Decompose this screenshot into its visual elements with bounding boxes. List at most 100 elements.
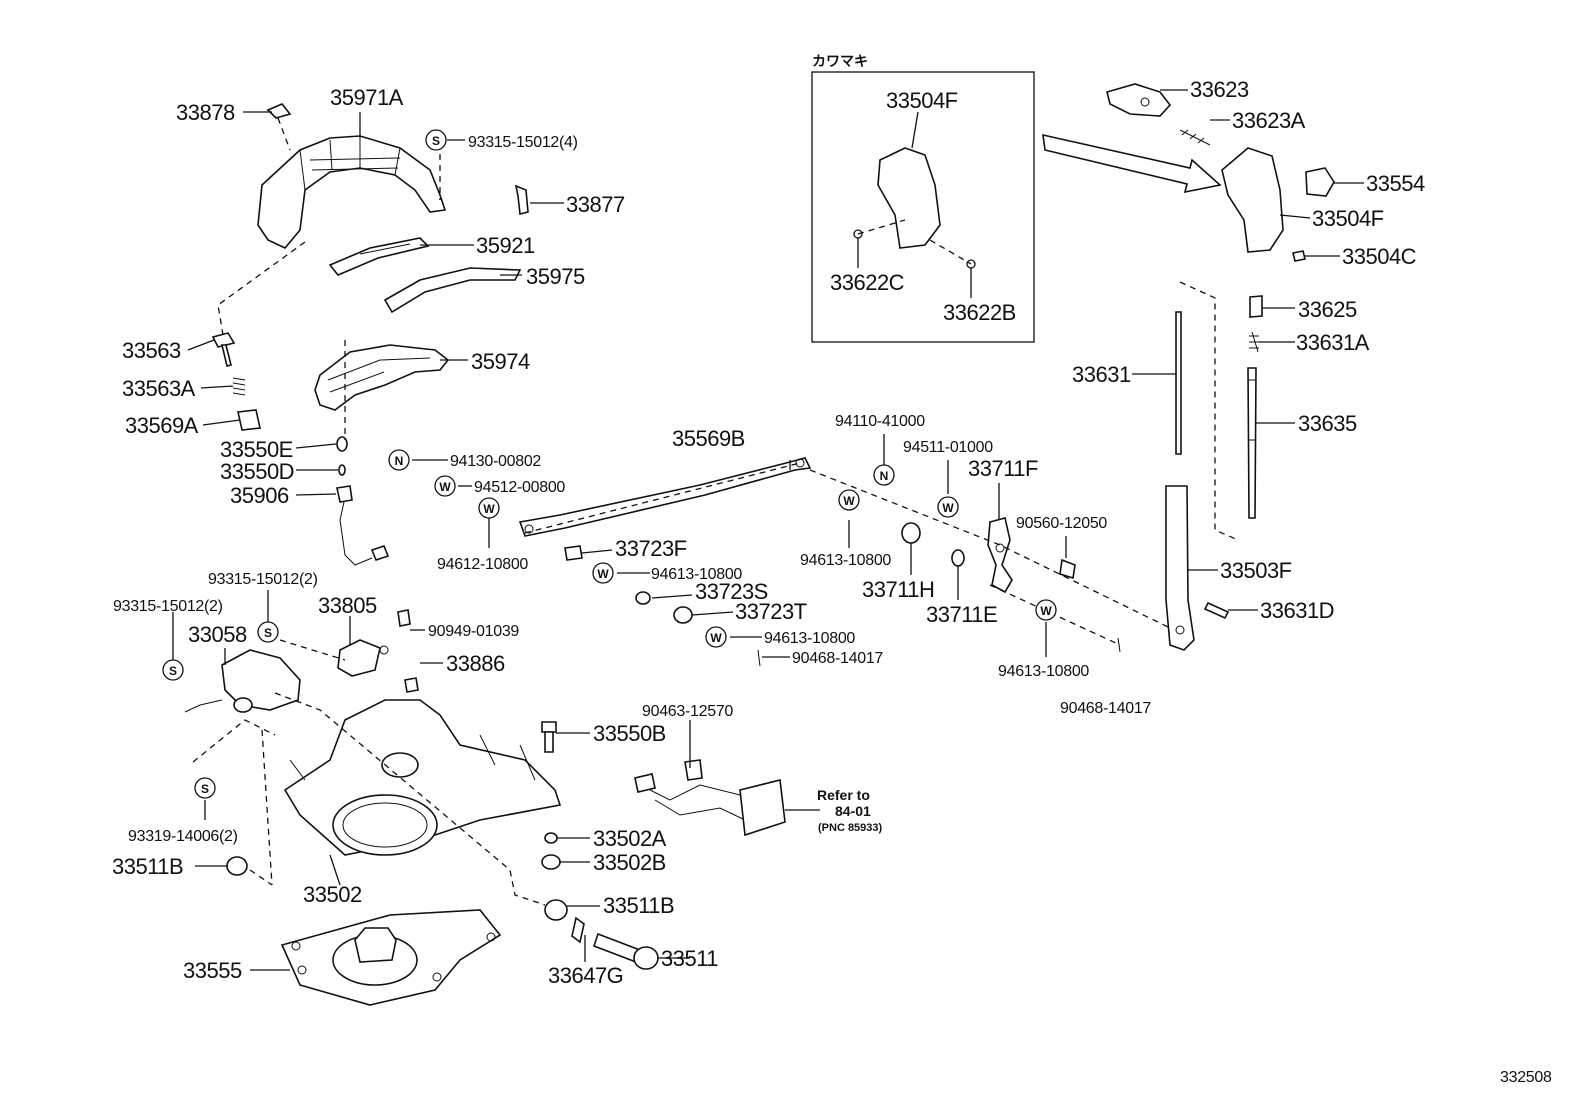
label-35569B: 35569B [672, 426, 745, 451]
svg-text:W: W [439, 480, 451, 494]
label-33723T: 33723T [735, 599, 807, 624]
push-button-33623 [1106, 83, 1172, 117]
symbol-w-94613-d: W [1035, 599, 1057, 621]
label-93315-15012-2b: 93315-15012(2) [113, 598, 223, 615]
label-33554: 33554 [1366, 171, 1425, 196]
label-33711F: 33711F [968, 456, 1038, 481]
label-33622C: 33622C [830, 270, 905, 295]
boot-33555 [280, 909, 502, 1006]
pin-90468-14017-a [757, 649, 761, 667]
clip-33878 [266, 103, 292, 119]
label-93315-15012-2a: 93315-15012(2) [208, 571, 318, 588]
label-33502A: 33502A [593, 826, 667, 851]
label-33723F: 33723F [615, 536, 687, 561]
label-33555: 33555 [183, 958, 242, 983]
label-33647G: 33647G [548, 963, 623, 988]
svg-text:W: W [597, 567, 609, 581]
label-90463-12570: 90463-12570 [642, 703, 733, 720]
label-94130-00802: 94130-00802 [450, 453, 541, 470]
switch-33058 [184, 649, 301, 713]
symbol-s-93315-2a: S [257, 621, 279, 643]
diagram-id: 332508 [1500, 1069, 1552, 1086]
bushing-33723F [564, 545, 583, 561]
symbol-w-94613-a: W [592, 562, 614, 584]
svg-text:S: S [432, 134, 440, 148]
refer-line2: 84-01 [835, 803, 871, 819]
screw-90949-01039 [397, 609, 411, 627]
label-35971A: 35971A [330, 85, 404, 110]
grommet-33502B [541, 854, 561, 870]
label-33877: 33877 [566, 192, 625, 217]
arrow-indicator [1042, 133, 1222, 194]
label-93315-15012-4: 93315-15012(4) [468, 134, 578, 151]
svg-text:S: S [264, 626, 272, 640]
harness-90463-12570 [634, 759, 786, 837]
label-33503F: 33503F [1220, 558, 1292, 583]
label-90468-14017-b: 90468-14017 [1060, 700, 1151, 717]
symbol-s-93319: S [194, 777, 216, 799]
bushing-33511B-b [544, 899, 568, 921]
label-33550E: 33550E [220, 437, 293, 462]
spring-33563A [232, 377, 246, 396]
label-94613-10800-a: 94613-10800 [651, 566, 742, 583]
symbol-s-93315-4: S [425, 129, 447, 151]
label-94612-10800: 94612-10800 [437, 556, 528, 573]
label-93319-14006-2: 93319-14006(2) [128, 828, 238, 845]
label-94110-41000: 94110-41000 [835, 413, 925, 430]
label-33805: 33805 [318, 593, 377, 618]
symbol-w-94511: W [937, 496, 959, 518]
label-94512-00800: 94512-00800 [474, 479, 565, 496]
clip-33711E [951, 549, 965, 567]
label-90468-14017-a: 90468-14017 [792, 650, 883, 667]
label-33886: 33886 [446, 651, 505, 676]
cover-35971A [257, 135, 447, 249]
svg-text:W: W [942, 501, 954, 515]
label-33625: 33625 [1298, 297, 1357, 322]
pin-33631D [1203, 601, 1230, 620]
label-90949-01039: 90949-01039 [428, 623, 519, 640]
label-33550B: 33550B [593, 721, 666, 746]
label-33878: 33878 [176, 100, 235, 125]
label-33723S: 33723S [695, 579, 768, 604]
base-plate-33502 [283, 699, 562, 856]
housing-35974 [314, 344, 450, 411]
bracket-33805 [337, 639, 389, 677]
svg-text:S: S [201, 782, 209, 796]
refer-note: Refer to 84-01 (PNC 85933) [817, 787, 883, 834]
grommet-33502A [544, 832, 558, 844]
bushing-33723T [673, 606, 693, 624]
svg-text:W: W [710, 631, 722, 645]
wire-35906 [336, 485, 390, 566]
svg-text:S: S [169, 664, 177, 678]
label-33058: 33058 [188, 622, 247, 647]
label-33623A: 33623A [1232, 108, 1306, 133]
label-33502B: 33502B [593, 850, 666, 875]
label-35974: 35974 [471, 349, 530, 374]
symbol-w-94613-c: W [838, 489, 860, 511]
label-33631D: 33631D [1260, 598, 1334, 623]
bolt-33550B [541, 721, 557, 753]
collar-33723S [635, 591, 651, 605]
svg-text:W: W [483, 502, 495, 516]
label-35975: 35975 [526, 264, 585, 289]
label-33511B-b: 33511B [603, 893, 674, 918]
symbol-w-94512: W [434, 475, 456, 497]
screw-33504C [1292, 250, 1306, 262]
label-90560-12050: 90560-12050 [1016, 515, 1107, 532]
symbol-w-94613-b: W [705, 626, 727, 648]
bracket-33877 [514, 184, 529, 215]
label-33550D: 33550D [220, 459, 294, 484]
label-33504F-b: 33504F [1312, 206, 1384, 231]
bushing-33511B-a [226, 856, 248, 876]
svg-text:N: N [395, 454, 404, 468]
spring-33631A [1249, 331, 1259, 353]
inset-box: カワマキ [811, 53, 1035, 343]
label-33711H: 33711H [862, 577, 934, 602]
svg-text:W: W [843, 494, 855, 508]
lever-33503F [1165, 485, 1195, 651]
label-33631: 33631 [1072, 362, 1131, 387]
plate-35975 [383, 267, 522, 314]
label-33635: 33635 [1298, 411, 1357, 436]
retainer-33625 [1249, 295, 1263, 318]
